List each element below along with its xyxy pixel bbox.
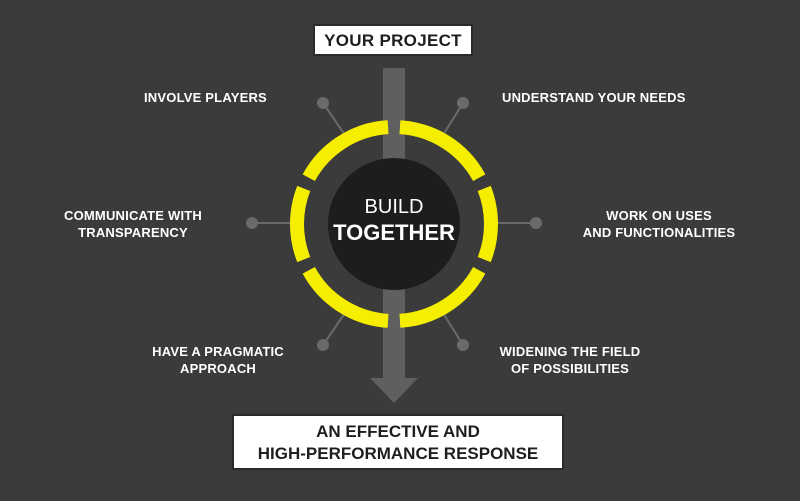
center-label: BUILD TOGETHER xyxy=(329,195,459,247)
ring-segment xyxy=(290,185,311,263)
ring-segment xyxy=(302,266,389,328)
label-communicate-line2: TRANSPARENCY xyxy=(78,225,188,240)
connector-widening xyxy=(442,312,464,346)
connector-understand xyxy=(442,102,464,136)
connector-dot-pragmatic xyxy=(317,339,329,351)
label-understand-needs: UNDERSTAND YOUR NEEDS xyxy=(502,90,686,105)
center-disc xyxy=(328,158,460,290)
label-pragmatic-line2: APPROACH xyxy=(180,361,256,376)
effective-response-line1: AN EFFECTIVE AND xyxy=(316,422,480,441)
your-project-box: YOUR PROJECT xyxy=(313,24,473,56)
effective-response-box: AN EFFECTIVE AND HIGH-PERFORMANCE RESPON… xyxy=(232,414,564,470)
label-work-on-uses: WORK ON USES AND FUNCTIONALITIES xyxy=(574,207,744,241)
yellow-ring xyxy=(290,120,498,328)
label-widening-line1: WIDENING THE FIELD xyxy=(499,344,641,359)
center-line-build: BUILD xyxy=(364,196,424,218)
connector-involve xyxy=(322,102,346,136)
connector-dot-understand xyxy=(457,97,469,109)
connector-dot-communicate xyxy=(246,217,258,229)
label-pragmatic-line1: HAVE A PRAGMATIC xyxy=(152,344,284,359)
label-communicate: COMMUNICATE WITH TRANSPARENCY xyxy=(52,207,214,241)
your-project-text: YOUR PROJECT xyxy=(324,31,462,50)
ring-segment xyxy=(302,120,389,182)
label-widening-line2: OF POSSIBILITIES xyxy=(510,361,630,376)
connector-dot-involve xyxy=(317,97,329,109)
center-line-together: TOGETHER xyxy=(333,220,455,245)
label-communicate-line1: COMMUNICATE WITH xyxy=(64,208,202,223)
connector-pragmatic xyxy=(322,312,346,346)
ring-segment xyxy=(399,120,486,182)
label-work-line1: WORK ON USES xyxy=(606,208,712,223)
arrow-head-icon xyxy=(370,378,418,403)
label-widening: WIDENING THE FIELD OF POSSIBILITIES xyxy=(488,343,652,377)
label-involve-players: INVOLVE PLAYERS xyxy=(144,90,267,105)
ring-segment xyxy=(477,185,498,263)
connector-dot-widening xyxy=(457,339,469,351)
label-work-line2: AND FUNCTIONALITIES xyxy=(582,225,736,240)
effective-response-line2: HIGH-PERFORMANCE RESPONSE xyxy=(257,444,539,463)
label-pragmatic: HAVE A PRAGMATIC APPROACH xyxy=(140,343,296,377)
connector-dot-work xyxy=(530,217,542,229)
ring-segment xyxy=(399,266,486,328)
